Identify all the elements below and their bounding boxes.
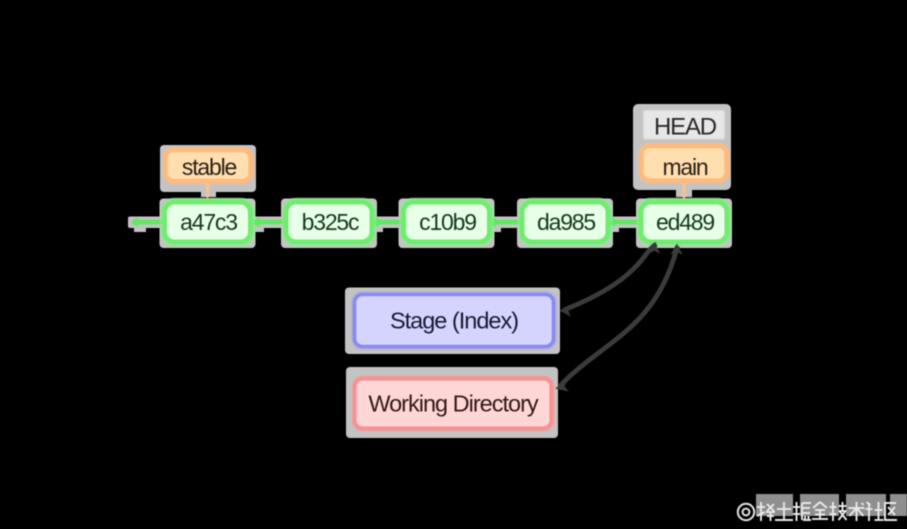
svg-text:a47c3: a47c3 (180, 209, 237, 235)
svg-text:b325c: b325c (302, 209, 359, 235)
svg-text:Working Directory: Working Directory (368, 391, 539, 417)
svg-text:main: main (662, 154, 707, 180)
svg-text:ed489: ed489 (656, 209, 714, 235)
svg-text:stable: stable (182, 154, 237, 180)
svg-text:c10b9: c10b9 (419, 209, 476, 235)
svg-text:da985: da985 (537, 209, 595, 235)
svg-text:HEAD: HEAD (654, 114, 717, 141)
svg-text:Stage (Index): Stage (Index) (390, 308, 518, 334)
